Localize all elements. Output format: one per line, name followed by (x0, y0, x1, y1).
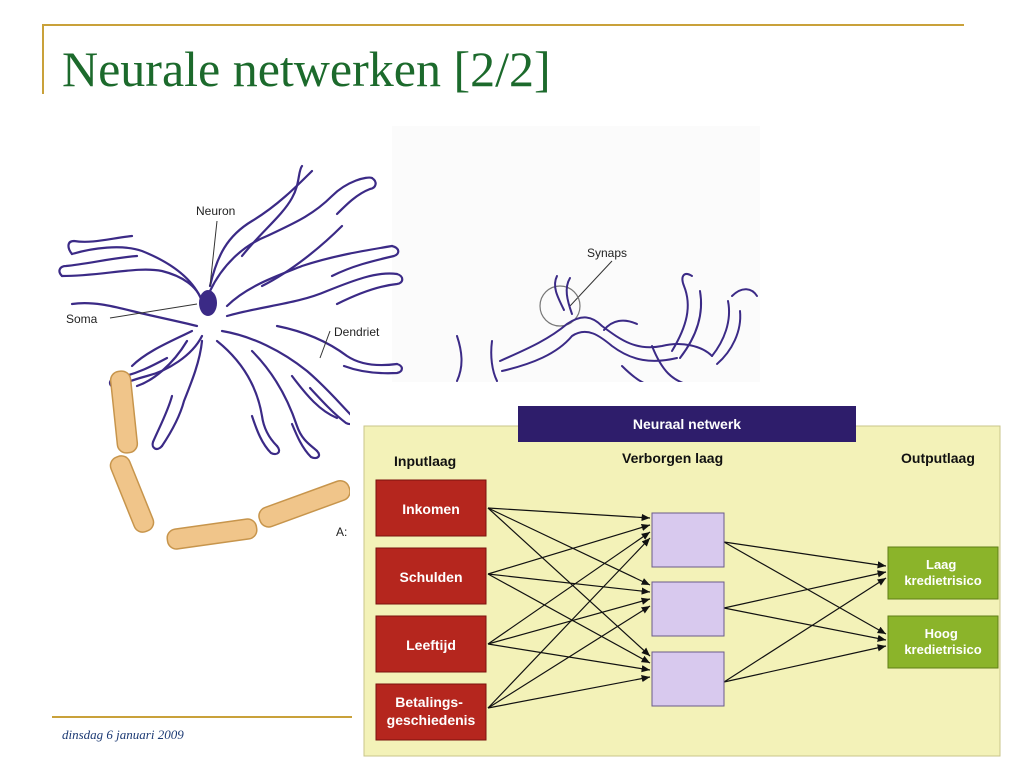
hidden-layer-header: Verborgen laag (622, 450, 723, 466)
input-layer-header: Inputlaag (394, 453, 456, 469)
input-node-label-line1: Betalings- (395, 694, 463, 710)
output-label-low-line2: kredietrisico (904, 573, 981, 588)
soma-nucleus (199, 290, 217, 316)
input-node-label: Betalings- geschiedenis (387, 694, 476, 728)
neural-network-figure: Neuraal netwerk Inputlaag Verborgen laag… (350, 382, 1016, 760)
input-to-hidden-arrows (487, 507, 651, 709)
input-node-label: Schulden (399, 569, 462, 585)
synapse-circle (539, 285, 581, 327)
output-nodes: Laag kredietrisico Hoog kredietrisico (887, 546, 999, 669)
myelin-segment (166, 518, 258, 550)
output-node (887, 615, 999, 669)
axon-label: A: (336, 525, 347, 539)
input-node-label-line2: geschiedenis (387, 712, 476, 728)
left-accent-bar (42, 24, 44, 94)
top-divider (42, 24, 964, 26)
input-node (375, 547, 487, 605)
neuron-illustration: Neuron Soma Dendriet Synaps A: (52, 126, 760, 581)
myelin-segment (109, 370, 139, 454)
soma-label: Soma (66, 312, 98, 326)
footer-divider (52, 716, 352, 718)
output-label-low-line1: Laag (926, 557, 956, 572)
hidden-node (651, 581, 725, 637)
neuron-svg: Neuron Soma Dendriet Synaps A: (58, 126, 760, 550)
input-node (375, 615, 487, 673)
scan-background (392, 126, 760, 386)
slide-title: Neurale netwerken [2/2] (62, 41, 551, 97)
synapse-detail (456, 273, 758, 387)
hidden-node (651, 512, 725, 568)
input-node (375, 683, 487, 741)
myelin-segment (258, 479, 351, 528)
output-label-high-line1: Hoog (925, 626, 958, 641)
hidden-to-output-arrows (723, 541, 887, 683)
nn-svg: Neuraal netwerk Inputlaag Verborgen laag… (363, 406, 1001, 757)
neuron-leader-lines (109, 220, 613, 359)
input-node (375, 479, 487, 537)
output-label-high-line2: kredietrisico (904, 642, 981, 657)
neuron-label: Neuron (196, 204, 235, 218)
nn-title-bar (518, 406, 856, 442)
output-node-label: Hoog kredietrisico (904, 626, 981, 657)
input-nodes: Inkomen Schulden Leeftijd Betalings- ges… (375, 479, 487, 741)
neuron-outline (58, 164, 404, 460)
nn-title: Neuraal netwerk (633, 416, 741, 432)
synapse-label: Synaps (587, 246, 627, 260)
output-layer-header: Outputlaag (901, 450, 975, 466)
axon-myelin (109, 370, 351, 550)
output-node (887, 546, 999, 600)
output-node-label: Laag kredietrisico (904, 557, 981, 588)
input-node-label: Inkomen (402, 501, 460, 517)
footer-date: dinsdag 6 januari 2009 (62, 727, 184, 742)
hidden-nodes (651, 512, 725, 707)
input-node-label: Leeftijd (406, 637, 456, 653)
myelin-segment (109, 455, 155, 533)
hidden-node (651, 651, 725, 707)
dendrite-label: Dendriet (334, 325, 380, 339)
